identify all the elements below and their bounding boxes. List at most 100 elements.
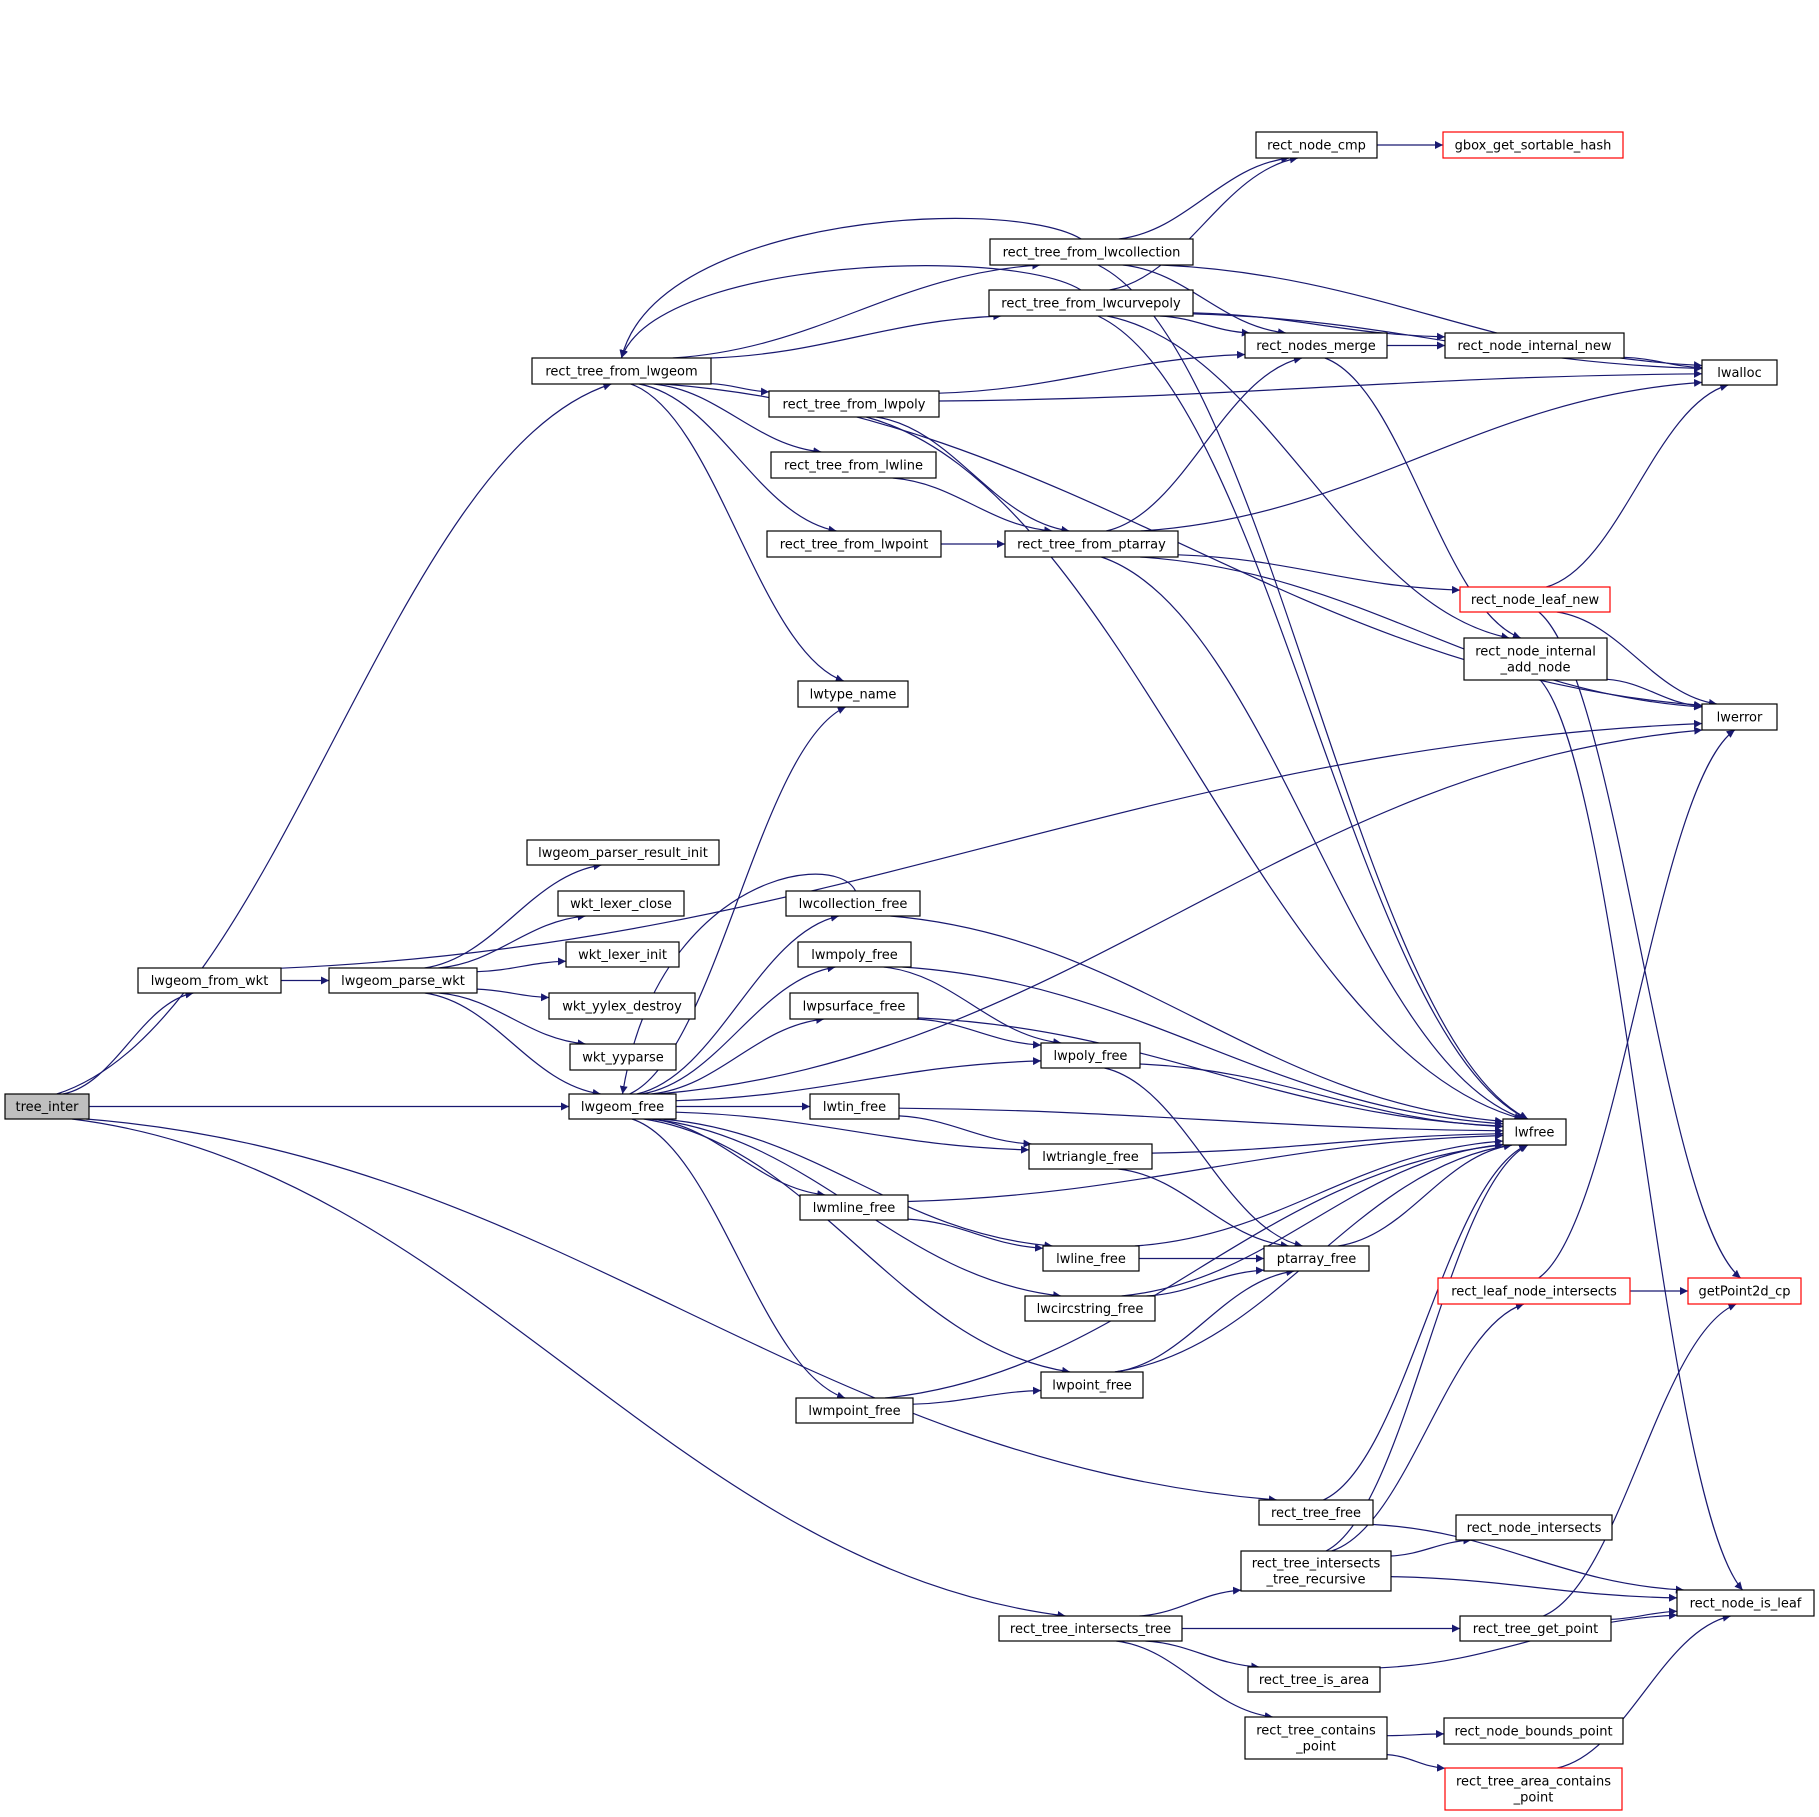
node-tree-inter[interactable]: tree_inter: [4, 1093, 90, 1120]
node-rect-tree-get-point[interactable]: rect_tree_get_point: [1459, 1615, 1612, 1642]
node-getpoint2d-cp[interactable]: getPoint2d_cp: [1687, 1277, 1802, 1305]
node-box[interactable]: [1255, 131, 1378, 159]
node-lwpsurface-free[interactable]: lwpsurface_free: [789, 992, 919, 1020]
node-box[interactable]: [548, 992, 696, 1020]
node-rect-tree-from-lwline[interactable]: rect_tree_from_lwline: [770, 451, 937, 479]
node-lwmline-free[interactable]: lwmline_free: [799, 1194, 909, 1221]
node-lwalloc[interactable]: lwalloc: [1701, 359, 1778, 386]
node-rect-node-intersects[interactable]: rect_node_intersects: [1455, 1514, 1613, 1541]
node-rect-tree-contains-point[interactable]: rect_tree_contains_point: [1244, 1716, 1388, 1760]
node-box[interactable]: [1042, 1245, 1140, 1272]
node-rect-node-cmp[interactable]: rect_node_cmp: [1255, 131, 1378, 159]
node-wkt-yylex-destroy[interactable]: wkt_yylex_destroy: [548, 992, 696, 1020]
node-rect-node-internal-new[interactable]: rect_node_internal_new: [1444, 332, 1625, 359]
node-rect-tree-from-lwcollection[interactable]: rect_tree_from_lwcollection: [989, 238, 1194, 266]
node-box[interactable]: [766, 530, 942, 558]
node-box[interactable]: [1444, 332, 1625, 359]
node-wkt-lexer-close[interactable]: wkt_lexer_close: [557, 890, 685, 917]
node-box[interactable]: [1443, 1717, 1624, 1745]
node-box[interactable]: [1040, 1371, 1144, 1399]
node-rect-tree-is-area[interactable]: rect_tree_is_area: [1247, 1666, 1381, 1693]
node-box[interactable]: [809, 1093, 900, 1120]
node-box[interactable]: [1442, 131, 1624, 159]
node-box[interactable]: [526, 839, 720, 866]
node-rect-tree-intersects-tree[interactable]: rect_tree_intersects_tree: [998, 1615, 1183, 1642]
node-rect-tree-from-lwpoint[interactable]: rect_tree_from_lwpoint: [766, 530, 942, 558]
node-box[interactable]: [328, 967, 478, 994]
node-rect-tree-from-lwpoly[interactable]: rect_tree_from_lwpoly: [768, 390, 940, 418]
node-rect-node-is-leaf[interactable]: rect_node_is_leaf: [1676, 1589, 1815, 1617]
node-box[interactable]: [1040, 1042, 1141, 1069]
node-box[interactable]: [1687, 1277, 1802, 1305]
node-rect-tree-area-contains-point[interactable]: rect_tree_area_contains_point: [1444, 1767, 1623, 1811]
node-box[interactable]: [1258, 1499, 1374, 1526]
node-box[interactable]: [785, 890, 921, 917]
node-lwcollection-free[interactable]: lwcollection_free: [785, 890, 921, 917]
node-box[interactable]: [531, 357, 712, 385]
node-lwline-free[interactable]: lwline_free: [1042, 1245, 1140, 1272]
node-lwmpoint-free[interactable]: lwmpoint_free: [795, 1397, 914, 1424]
node-box[interactable]: [1244, 1716, 1388, 1760]
node-box[interactable]: [569, 1043, 677, 1071]
node-box[interactable]: [797, 941, 912, 968]
node-box[interactable]: [557, 890, 685, 917]
node-lwgeom-from-wkt[interactable]: lwgeom_from_wkt: [137, 967, 282, 994]
node-rect-node-bounds-point[interactable]: rect_node_bounds_point: [1443, 1717, 1624, 1745]
node-lwgeom-free[interactable]: lwgeom_free: [568, 1093, 677, 1120]
node-lwcircstring-free[interactable]: lwcircstring_free: [1024, 1295, 1156, 1322]
node-rect-leaf-node-intersects[interactable]: rect_leaf_node_intersects: [1437, 1277, 1631, 1305]
node-box[interactable]: [998, 1615, 1183, 1642]
node-wkt-yyparse[interactable]: wkt_yyparse: [569, 1043, 677, 1071]
node-rect-nodes-merge[interactable]: rect_nodes_merge: [1244, 332, 1388, 359]
node-box[interactable]: [797, 680, 909, 708]
node-box[interactable]: [1455, 1514, 1613, 1541]
node-box[interactable]: [799, 1194, 909, 1221]
node-box[interactable]: [1444, 1767, 1623, 1811]
node-rect-tree-from-lwcurvepoly[interactable]: rect_tree_from_lwcurvepoly: [988, 289, 1194, 317]
node-ptarray-free[interactable]: ptarray_free: [1263, 1245, 1370, 1272]
node-box[interactable]: [1028, 1143, 1153, 1170]
node-box[interactable]: [4, 1093, 90, 1120]
node-box[interactable]: [1701, 703, 1778, 731]
node-box[interactable]: [1463, 637, 1608, 681]
node-rect-tree-intersects-tree-recursive[interactable]: rect_tree_intersects_tree_recursive: [1240, 1550, 1392, 1592]
node-rect-node-leaf-new[interactable]: rect_node_leaf_new: [1459, 586, 1611, 613]
node-rect-node-internal-add-node[interactable]: rect_node_internal_add_node: [1463, 637, 1608, 681]
node-lwgeom-parser-result-init[interactable]: lwgeom_parser_result_init: [526, 839, 720, 866]
node-lwtype-name[interactable]: lwtype_name: [797, 680, 909, 708]
node-lwpoint-free[interactable]: lwpoint_free: [1040, 1371, 1144, 1399]
node-rect-tree-from-ptarray[interactable]: rect_tree_from_ptarray: [1004, 530, 1179, 558]
node-lwerror[interactable]: lwerror: [1701, 703, 1778, 731]
node-box[interactable]: [770, 451, 937, 479]
node-lwmpoly-free[interactable]: lwmpoly_free: [797, 941, 912, 968]
node-box[interactable]: [1459, 586, 1611, 613]
node-rect-tree-free[interactable]: rect_tree_free: [1258, 1499, 1374, 1526]
node-lwgeom-parse-wkt[interactable]: lwgeom_parse_wkt: [328, 967, 478, 994]
node-box[interactable]: [1247, 1666, 1381, 1693]
node-box[interactable]: [795, 1397, 914, 1424]
node-box[interactable]: [1244, 332, 1388, 359]
node-box[interactable]: [1263, 1245, 1370, 1272]
node-box[interactable]: [568, 1093, 677, 1120]
node-rect-tree-from-lwgeom[interactable]: rect_tree_from_lwgeom: [531, 357, 712, 385]
node-lwtin-free[interactable]: lwtin_free: [809, 1093, 900, 1120]
node-wkt-lexer-init[interactable]: wkt_lexer_init: [565, 941, 680, 968]
node-box[interactable]: [1004, 530, 1179, 558]
node-lwtriangle-free[interactable]: lwtriangle_free: [1028, 1143, 1153, 1170]
node-lwpoly-free[interactable]: lwpoly_free: [1040, 1042, 1141, 1069]
node-box[interactable]: [137, 967, 282, 994]
node-box[interactable]: [1459, 1615, 1612, 1642]
node-box[interactable]: [1701, 359, 1778, 386]
node-lwfree[interactable]: lwfree: [1502, 1118, 1567, 1146]
node-box[interactable]: [1676, 1589, 1815, 1617]
node-box[interactable]: [565, 941, 680, 968]
node-box[interactable]: [1240, 1550, 1392, 1592]
node-box[interactable]: [1502, 1118, 1567, 1146]
node-gbox-get-sortable-hash[interactable]: gbox_get_sortable_hash: [1442, 131, 1624, 159]
node-box[interactable]: [988, 289, 1194, 317]
node-box[interactable]: [789, 992, 919, 1020]
node-box[interactable]: [768, 390, 940, 418]
node-box[interactable]: [989, 238, 1194, 266]
node-box[interactable]: [1437, 1277, 1631, 1305]
node-box[interactable]: [1024, 1295, 1156, 1322]
